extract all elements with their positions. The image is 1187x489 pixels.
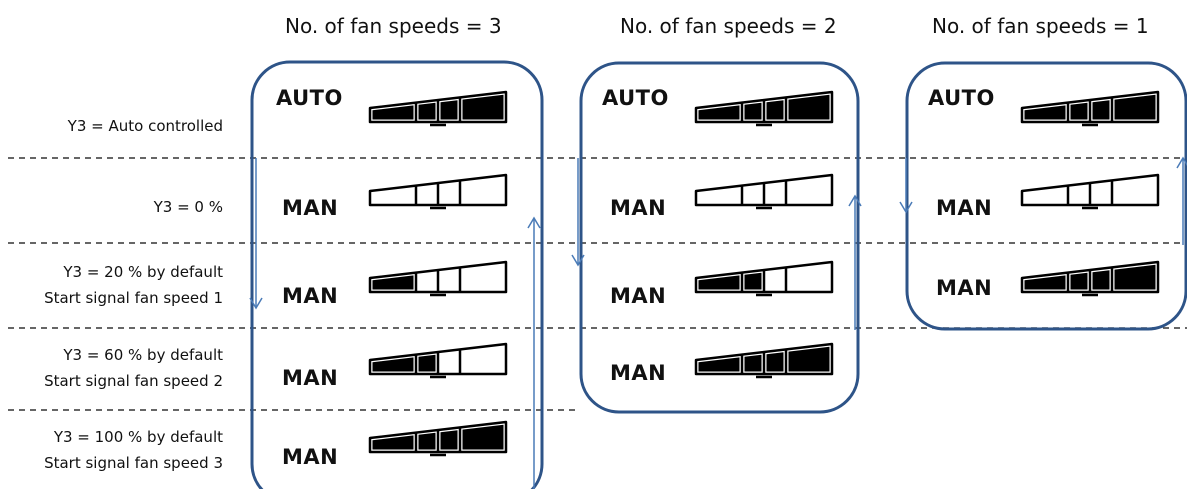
fan-speed-indicator [694, 260, 834, 297]
transition-arrows [249, 156, 1187, 489]
column-header-2-speeds: No. of fan speeds = 2 [620, 14, 837, 38]
column-header-1-speed: No. of fan speeds = 1 [932, 14, 1149, 38]
arrow-head-up [848, 194, 862, 207]
mode-label-man: MAN [282, 284, 339, 308]
mode-label-man: MAN [936, 276, 993, 300]
arrow-head-down [249, 297, 263, 310]
mode-label-man: MAN [282, 445, 339, 469]
row-label-line: Y3 = Auto controlled [67, 117, 223, 135]
mode-label-man: MAN [610, 361, 667, 385]
column-boxes [250, 60, 1187, 489]
indicator-segment-empty [789, 178, 829, 202]
indicator-segment-filled [440, 100, 458, 120]
indicator-segment-filled [462, 424, 504, 450]
mode-label-auto: AUTO [602, 86, 669, 110]
indicator-segment-filled [440, 430, 458, 450]
indicator-segment-filled [788, 346, 830, 372]
mode-label-man: MAN [282, 366, 339, 390]
indicator-segment-empty [463, 347, 503, 371]
indicator-segment-filled [418, 432, 436, 450]
row-label-line: Y3 = 60 % by default [63, 346, 223, 364]
indicator-segment-empty [463, 178, 503, 202]
indicator-segment-filled [372, 435, 414, 450]
indicator-segment-filled [744, 354, 762, 372]
fan-speed-indicator [694, 342, 834, 379]
mode-label-man: MAN [610, 284, 667, 308]
arrow-head-up [527, 216, 541, 229]
indicator-segment-filled [788, 94, 830, 120]
mode-label-man: MAN [610, 196, 667, 220]
indicator-segment-empty [441, 353, 457, 371]
indicator-segment-empty [419, 186, 435, 202]
indicator-segment-empty [745, 186, 761, 202]
row-label-line: Y3 = 100 % by default [53, 428, 223, 446]
column-header-3-speeds: No. of fan speeds = 3 [285, 14, 502, 38]
fan-speed-indicator [1020, 90, 1160, 127]
fan-speed-indicator [368, 420, 508, 457]
row-dividers [8, 157, 1187, 411]
indicator-segment-filled [698, 357, 740, 372]
fan-speed-indicator [368, 173, 508, 210]
indicator-segment-filled [1024, 275, 1066, 290]
fan-speed-indicator [368, 342, 508, 379]
arrow-head-up [1176, 156, 1187, 169]
indicator-segment-filled [418, 354, 436, 372]
fan-speed-indicator [1020, 260, 1160, 297]
fan-speed-indicator [1020, 173, 1160, 210]
row-label-line: Start signal fan speed 2 [44, 372, 223, 390]
column-box-1-speed [905, 61, 1187, 331]
indicator-segment-filled [372, 357, 414, 372]
indicator-segment-empty [419, 273, 435, 289]
indicator-segment-filled [744, 102, 762, 120]
column-box-2-speeds [579, 61, 860, 414]
mode-label-man: MAN [282, 196, 339, 220]
row-label-auto: Y3 = Auto controlled [68, 113, 223, 139]
indicator-segment-filled [372, 105, 414, 120]
indicator-segment-empty [1093, 184, 1109, 202]
indicator-segment-empty [463, 265, 503, 289]
row-label-speed-1: Y3 = 20 % by default Start signal fan sp… [44, 259, 223, 311]
indicator-segment-filled [1092, 100, 1110, 120]
indicator-segment-filled [1092, 270, 1110, 290]
row-label-speed-2: Y3 = 60 % by default Start signal fan sp… [44, 342, 223, 394]
mode-label-man: MAN [936, 196, 993, 220]
indicator-segment-empty [767, 271, 783, 289]
mode-label-auto: AUTO [276, 86, 343, 110]
fan-speed-indicator [368, 90, 508, 127]
indicator-segment-filled [1070, 102, 1088, 120]
indicator-segment-filled [1024, 105, 1066, 120]
indicator-segment-filled [1114, 94, 1156, 120]
indicator-segment-filled [1114, 264, 1156, 290]
mode-label-auto: AUTO [928, 86, 995, 110]
indicator-segment-filled [766, 100, 784, 120]
row-label-line: Y3 = 0 % [153, 198, 223, 216]
arrow-head-down [899, 201, 913, 214]
row-label-line: Start signal fan speed 1 [44, 289, 223, 307]
arrow-head-down [571, 254, 585, 267]
indicator-segment-empty [1115, 178, 1155, 202]
fan-speed-indicator [694, 90, 834, 127]
indicator-segment-filled [372, 275, 414, 290]
indicator-segment-filled [698, 105, 740, 120]
row-label-line: Start signal fan speed 3 [44, 454, 223, 472]
row-label-speed-3: Y3 = 100 % by default Start signal fan s… [44, 424, 223, 476]
indicator-segment-empty [1071, 186, 1087, 202]
indicator-segment-empty [441, 271, 457, 289]
indicator-segment-empty [767, 184, 783, 202]
row-label-line: Y3 = 20 % by default [63, 263, 223, 281]
column-box-3-speeds [250, 60, 544, 489]
indicator-segment-empty [789, 265, 829, 289]
indicator-segment-filled [462, 94, 504, 120]
indicator-segment-filled [698, 275, 740, 290]
indicator-segment-filled [766, 352, 784, 372]
indicator-segment-filled [418, 102, 436, 120]
indicator-segment-filled [1070, 272, 1088, 290]
fan-speed-indicator [694, 173, 834, 210]
indicator-segment-empty [441, 184, 457, 202]
indicator-segment-filled [744, 272, 762, 290]
row-label-zero: Y3 = 0 % [154, 194, 223, 220]
fan-speed-indicator [368, 260, 508, 297]
fan-speed-indicators [368, 90, 1160, 457]
